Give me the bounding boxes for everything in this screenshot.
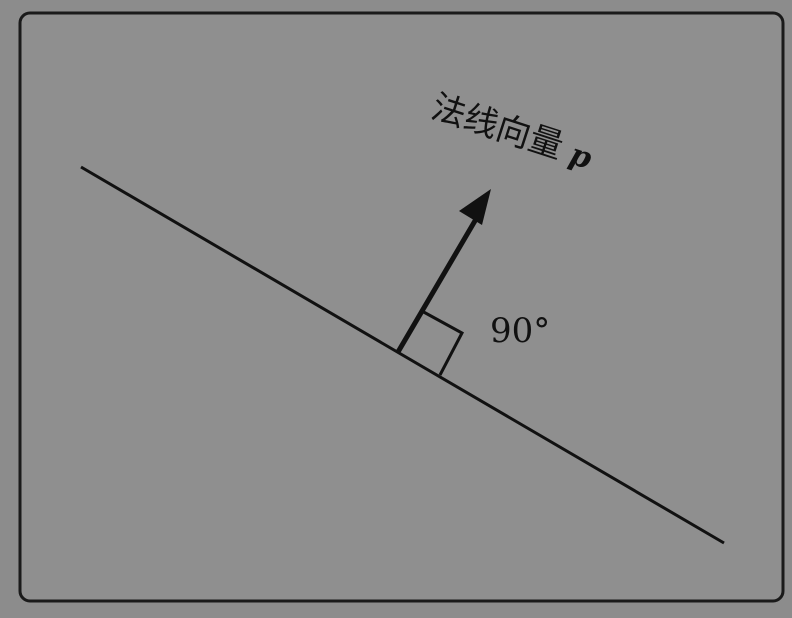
normal-vector-arrowhead (459, 189, 491, 225)
right-angle-marker (419, 308, 465, 376)
diagram-frame (18, 11, 785, 603)
normal-vector-shaft (395, 212, 482, 354)
angle-label: 90° (490, 311, 550, 351)
surface-line (80, 165, 725, 545)
